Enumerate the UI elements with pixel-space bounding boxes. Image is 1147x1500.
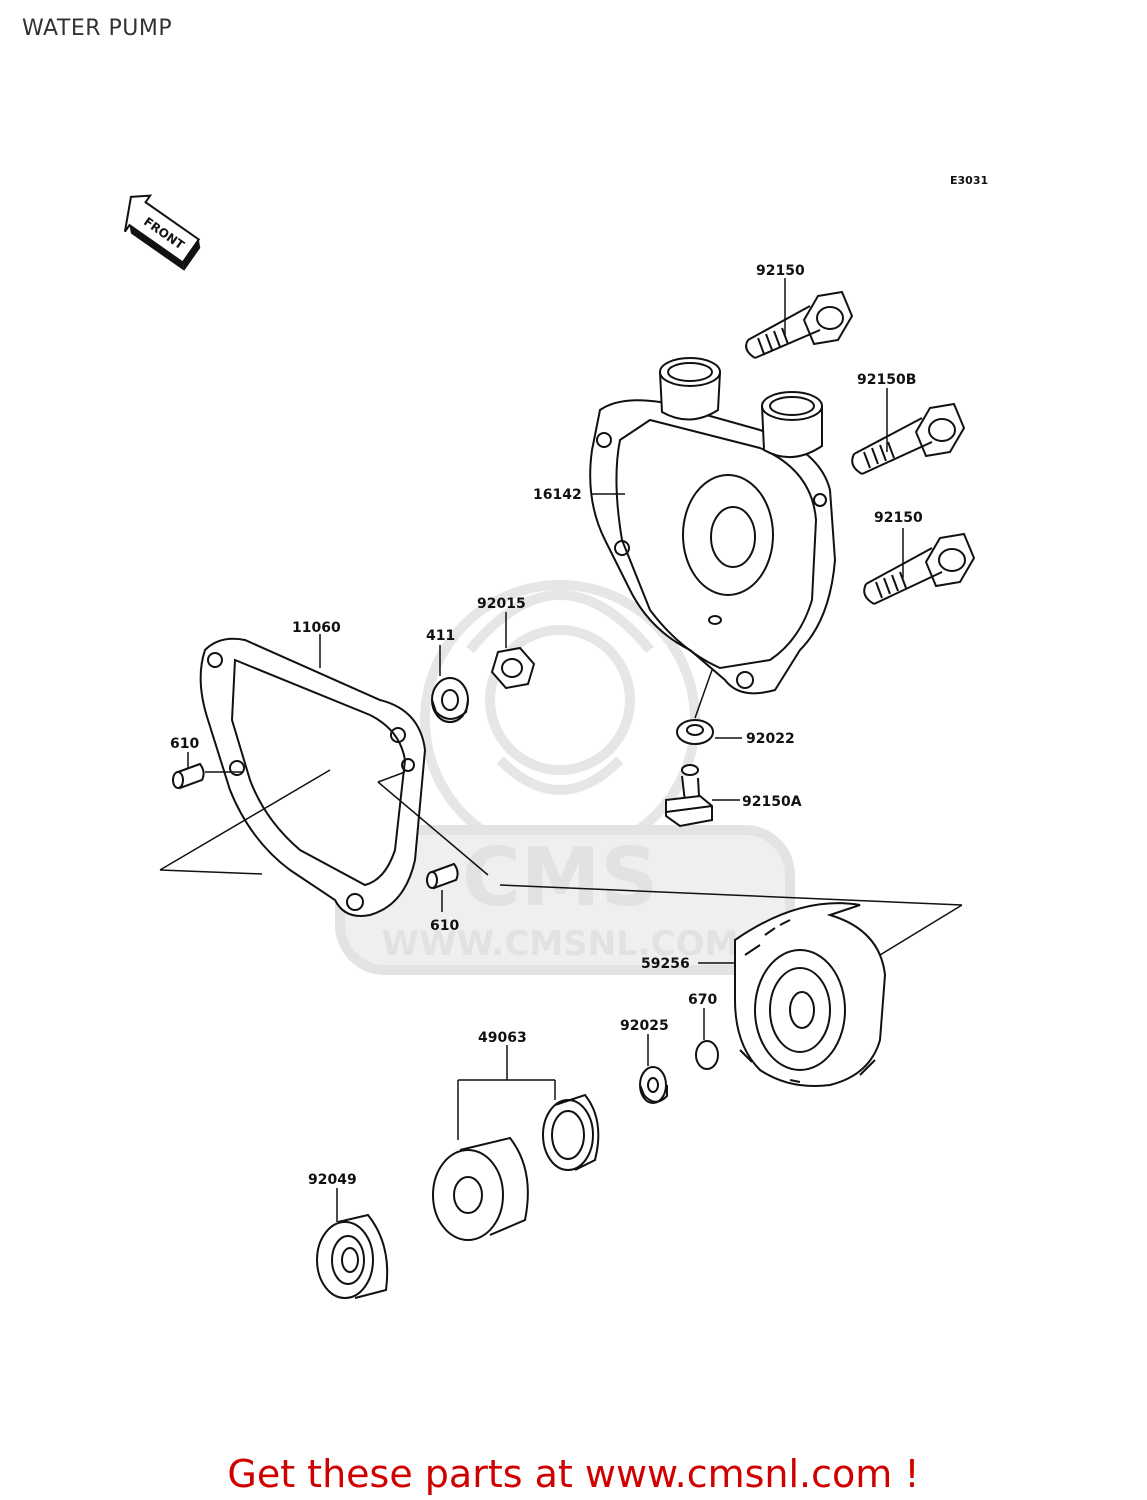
callout-11060: 11060: [292, 620, 341, 636]
mechanical-seal-49063: [432, 1093, 600, 1241]
oring-670: [695, 1040, 719, 1070]
callout-92049: 92049: [308, 1172, 357, 1188]
drain-bolt-92150a: [665, 764, 713, 828]
callout-411: 411: [426, 628, 455, 644]
washer-92025: [639, 1066, 668, 1104]
callout-92150b: 92150B: [857, 372, 916, 388]
page-title: WATER PUMP: [22, 16, 173, 41]
callout-49063: 49063: [478, 1030, 527, 1046]
callout-92015: 92015: [477, 596, 526, 612]
dowel-pin-610-left: [172, 762, 205, 790]
bolt-92150b: [851, 402, 966, 475]
callout-92022: 92022: [746, 731, 795, 747]
footer-parts-link[interactable]: Get these parts at www.cmsnl.com !: [227, 1452, 920, 1496]
watermark-url: WWW.CMSNL.COM: [382, 924, 739, 964]
callout-59256: 59256: [641, 956, 690, 972]
callout-92150a: 92150A: [742, 794, 802, 810]
callout-670: 670: [688, 992, 717, 1008]
impeller-59256: [734, 902, 887, 1087]
callout-92150-top: 92150: [756, 263, 805, 279]
bolt-92150-top: [745, 290, 854, 359]
callout-92025: 92025: [620, 1018, 669, 1034]
pump-housing-16142: [589, 357, 837, 695]
bearing-92049: [316, 1213, 389, 1299]
front-arrow-icon: FRONT: [123, 194, 201, 271]
callout-610-left: 610: [170, 736, 199, 752]
bolt-92150-lower: [863, 532, 976, 605]
assembly-guide-lines: [159, 769, 963, 956]
washer-411: [431, 677, 469, 723]
dowel-pin-610-right: [426, 862, 459, 890]
gasket-11060: [199, 637, 427, 917]
callout-92150-lower: 92150: [874, 510, 923, 526]
callout-610-right: 610: [430, 918, 459, 934]
diagram-code: E3031: [950, 174, 988, 187]
washer-92022: [676, 719, 714, 745]
callout-16142: 16142: [533, 487, 582, 503]
watermark-brand: CMS: [462, 831, 658, 924]
nut-92015: [490, 646, 536, 690]
